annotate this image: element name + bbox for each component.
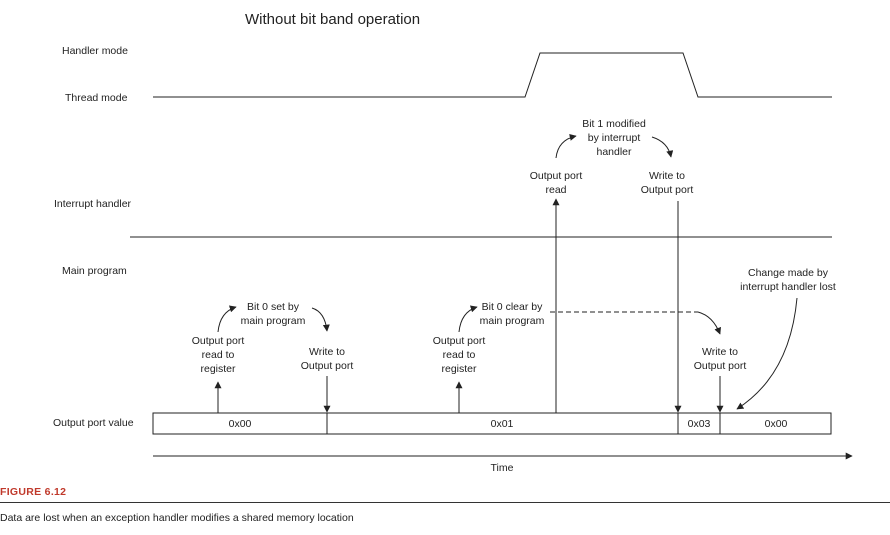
isr-modify-curve-out — [651, 136, 674, 158]
port-value-cell: 0x03 — [688, 418, 711, 430]
figure-divider — [0, 502, 890, 503]
annotation-isr-modify-line: Bit 1 modified — [582, 118, 646, 130]
annotation-read-1-line: Output port — [192, 335, 245, 347]
row-label-handler-mode: Handler mode — [62, 45, 128, 57]
diagram-title: Without bit band operation — [245, 11, 420, 28]
annotation-read-1-line: read to — [202, 349, 235, 361]
annotation-set-bit0-line: main program — [241, 315, 306, 327]
set-bit0-curve-out — [311, 307, 330, 332]
output-port-bar — [152, 412, 832, 435]
lost-curve-arrow — [736, 297, 798, 410]
row-label-main-program: Main program — [62, 265, 127, 277]
figure-caption: Data are lost when an exception handler … — [0, 512, 354, 524]
annotation-isr-modify-line: handler — [596, 146, 632, 158]
time-axis-label: Time — [491, 462, 514, 474]
mode-waveform — [153, 52, 832, 98]
annotation-set-bit0-line: Bit 0 set by — [247, 301, 300, 313]
annotation-write-1-line: Write to — [309, 346, 345, 358]
row-label-interrupt-handler: Interrupt handler — [54, 198, 132, 210]
set-bit0-curve-in — [217, 305, 237, 333]
annotation-isr-modify-line: by interrupt — [588, 132, 641, 144]
row-label-thread-mode: Thread mode — [65, 92, 128, 104]
annotation-isr-read-line: Output port — [530, 170, 583, 182]
clear-bit0-curve-out — [697, 311, 721, 335]
annotation-isr-write-line: Output port — [641, 184, 694, 196]
annotation-read-2-line: read to — [443, 349, 476, 361]
annotation-clear-bit0-line: Bit 0 clear by — [482, 301, 543, 313]
port-value-cell: 0x00 — [765, 418, 788, 430]
annotation-lost-line: Change made by — [748, 267, 829, 279]
annotation-write-1-line: Output port — [301, 360, 354, 372]
annotation-clear-bit0-line: main program — [480, 315, 545, 327]
annotation-read-2-line: register — [441, 363, 477, 375]
annotation-read-2-line: Output port — [433, 335, 486, 347]
port-value-cell: 0x01 — [491, 418, 514, 430]
clear-bit0-curve-in — [458, 305, 478, 333]
row-label-output-port-value: Output port value — [53, 417, 134, 429]
annotation-isr-read-line: read — [545, 184, 566, 196]
annotation-isr-write-line: Write to — [649, 170, 685, 182]
port-value-cell: 0x00 — [229, 418, 252, 430]
figure-label: FIGURE 6.12 — [0, 486, 67, 498]
annotation-write-2-line: Write to — [702, 346, 738, 358]
isr-modify-curve-in — [555, 133, 577, 159]
annotation-write-2-line: Output port — [694, 360, 747, 372]
annotation-lost-line: interrupt handler lost — [740, 281, 836, 293]
annotation-read-1-line: register — [200, 363, 236, 375]
timing-diagram: Without bit band operation Handler mode … — [53, 11, 853, 474]
